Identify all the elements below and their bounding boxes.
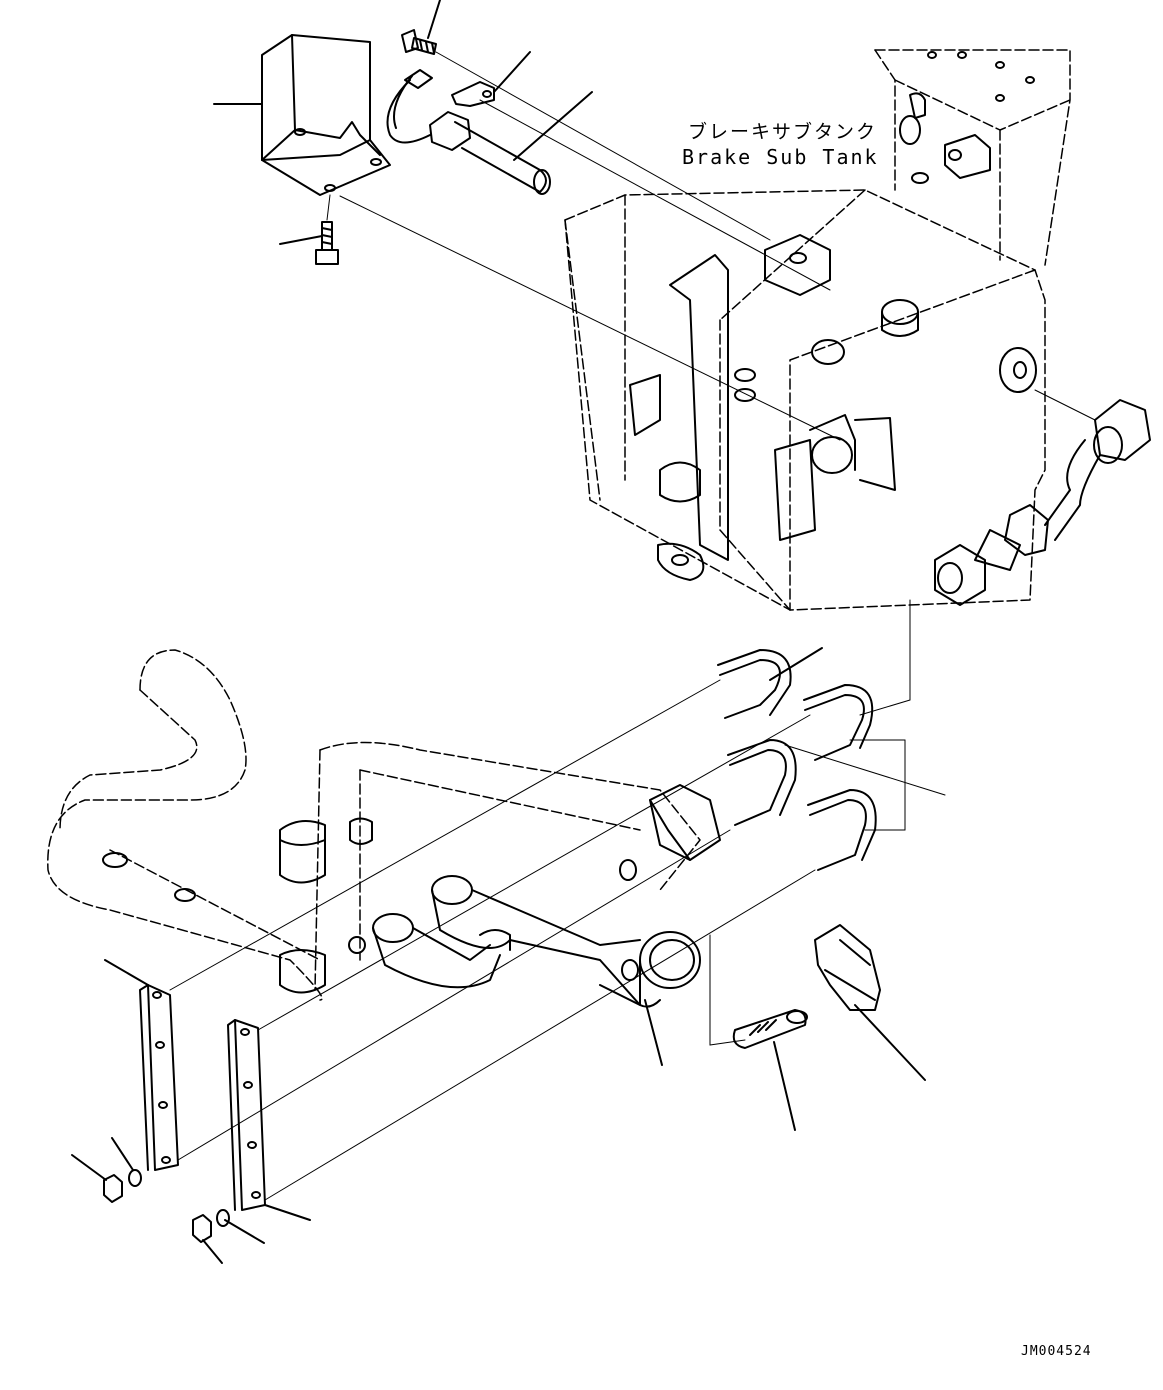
tank-outlet-hose [934, 389, 1151, 606]
drawing-code: JM004524 [1021, 1344, 1092, 1359]
brake-sub-tank [564, 49, 1071, 611]
nut-washer-left [71, 1137, 142, 1203]
u-bolt-3 [727, 739, 797, 826]
phantom-hose [47, 649, 701, 1001]
tank-details [629, 51, 1037, 581]
cover-guard [213, 34, 391, 196]
pipe-y [372, 875, 701, 1066]
plate-bracket-right [227, 1019, 311, 1221]
hose-fittings [102, 784, 721, 994]
u-bolt-leaders [784, 739, 946, 831]
plate-bracket-left [104, 959, 179, 1171]
leader-lines-lower [169, 599, 911, 1201]
level-sensor [386, 69, 593, 195]
leader-lines-upper [339, 51, 841, 441]
u-bolt-1 [717, 647, 823, 719]
brake-sub-tank-label-en: Brake Sub Tank [682, 145, 879, 169]
clamp-bracket [451, 51, 531, 107]
knob [814, 924, 926, 1081]
brake-sub-tank-label-jp: ブレーキサブタンク [688, 121, 878, 143]
bolt-upper [401, 0, 441, 55]
pin [732, 1009, 808, 1131]
u-bolt-2 [803, 684, 874, 761]
bolt-lower [279, 194, 339, 265]
nut-washer-right [192, 1209, 265, 1264]
